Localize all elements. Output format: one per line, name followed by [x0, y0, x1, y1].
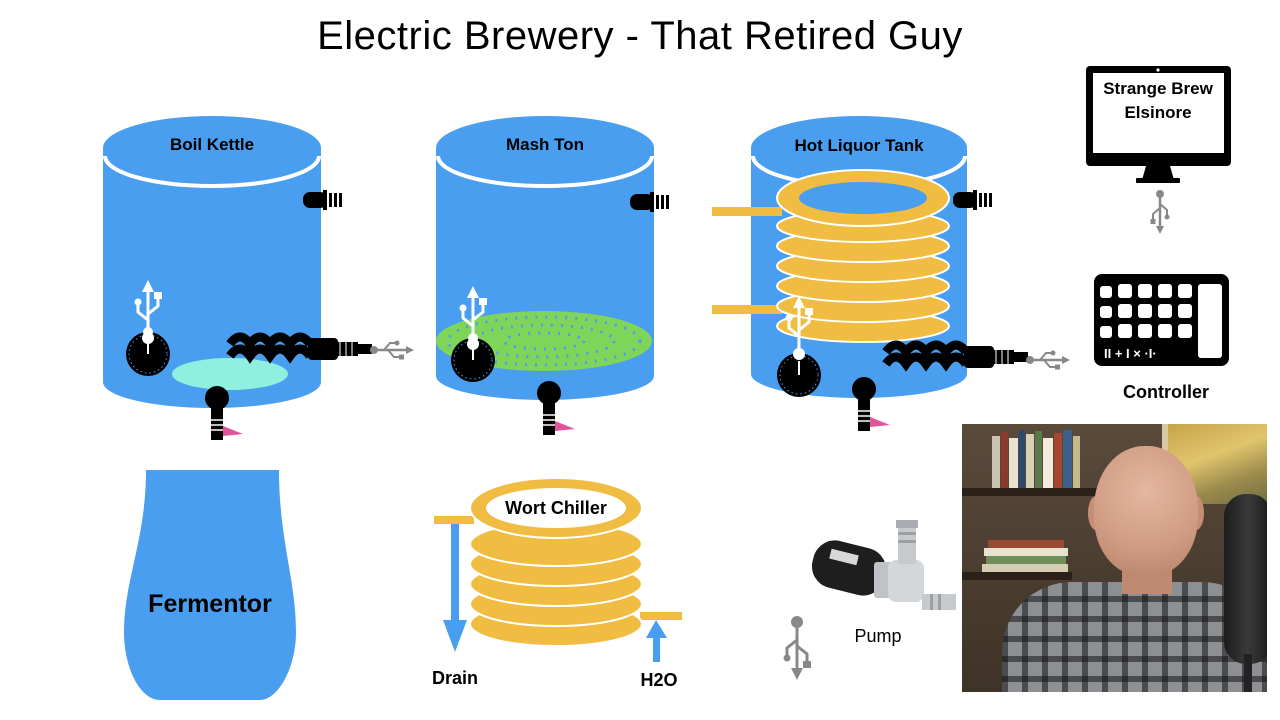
- mash-ton: Mash Ton: [436, 116, 669, 436]
- usb-connector-icon: [1024, 349, 1072, 371]
- pump-label: Pump: [854, 626, 901, 646]
- hot-liquor-tank: Hot Liquor Tank: [712, 116, 1072, 432]
- controller: II + I × ·I· Controller: [1094, 274, 1229, 402]
- pump-icon: [811, 520, 956, 610]
- hlt-lid: [751, 116, 967, 180]
- mash-ton-lid: [436, 116, 654, 180]
- wort-chiller: Wort Chiller Drain H2O: [432, 477, 682, 690]
- controller-label: Controller: [1123, 382, 1209, 402]
- pump: Pump: [782, 520, 956, 682]
- presenter-face: [1094, 446, 1198, 576]
- controller-keypad-symbols: II + I × ·I·: [1104, 346, 1157, 361]
- port-icon: [953, 190, 992, 210]
- fermentor-body: [124, 470, 296, 700]
- wort-chiller-label: Wort Chiller: [505, 498, 607, 518]
- hlt-label: Hot Liquor Tank: [794, 136, 924, 155]
- drain-label: Drain: [432, 668, 478, 688]
- mash-ton-label: Mash Ton: [506, 135, 584, 154]
- h2o-label: H2O: [640, 670, 677, 690]
- port-icon: [303, 190, 342, 210]
- page-title: Electric Brewery - That Retired Guy: [317, 14, 963, 58]
- usb-icon: [782, 614, 813, 682]
- port-icon: [630, 192, 669, 212]
- boil-kettle-label: Boil Kettle: [170, 135, 254, 154]
- wort-chiller-coil-icon: [469, 477, 643, 647]
- webcam-video-feed: [962, 424, 1267, 692]
- usb-connector-icon: [1149, 188, 1171, 236]
- water-inlet-arrow-icon: [646, 620, 667, 662]
- boil-kettle-lid: [103, 116, 321, 180]
- boil-kettle: Boil Kettle: [103, 116, 416, 441]
- fermentor: Fermentor: [124, 470, 296, 700]
- liquid-icon: [172, 358, 288, 390]
- microphone-icon: [1224, 494, 1267, 664]
- fermentor-label: Fermentor: [148, 590, 272, 618]
- software-name-line2: Elsinore: [1124, 103, 1191, 122]
- drain-arrow-icon: [443, 524, 467, 652]
- computer-monitor: Strange Brew Elsinore: [1086, 66, 1231, 236]
- usb-connector-icon: [368, 339, 416, 361]
- hlt-coil-icon: [712, 169, 950, 343]
- software-name-line1: Strange Brew: [1103, 79, 1213, 98]
